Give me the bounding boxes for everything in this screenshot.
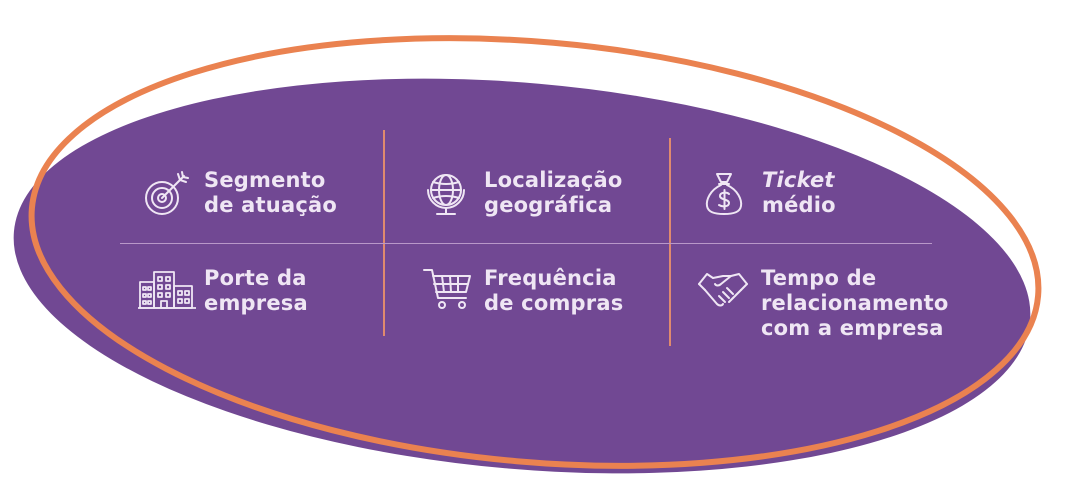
criterion-label-line2: de compras [484,291,624,315]
criterion-label-line1: Tempo de [761,266,877,290]
criterion-porte: Porte da empresa [138,266,308,318]
criterion-frequencia: Frequência de compras [422,266,623,318]
criterion-ticket: Ticket médio [698,168,836,220]
criterion-label-line1: Ticket [762,168,835,192]
criterion-label-line2: geográfica [484,193,613,217]
divider-vertical-right [669,138,671,346]
criterion-localizacao: Localização geográfica [420,168,622,220]
criterion-label-line2: de atuação [204,193,337,217]
criterion-label-line1: Porte da [204,266,307,290]
criterion-tempo: Tempo de relacionamento com a empresa [697,266,949,341]
criterion-label-line2: empresa [204,291,308,315]
divider-horizontal [120,243,932,244]
handshake-icon [697,266,749,318]
target-icon [140,168,192,220]
criterion-label-line3: com a empresa [761,316,944,340]
criterion-segmento: Segmento de atuação [140,168,337,220]
globe-icon [420,168,472,220]
criterion-label-line2: médio [762,193,836,217]
buildings-icon [138,266,196,318]
divider-vertical-left [383,130,385,336]
criterion-label-line1: Localização [484,168,623,192]
criterion-label-line2: relacionamento [761,291,949,315]
criterion-label-line1: Frequência [484,266,617,290]
criterion-label-line1: Segmento [204,168,326,192]
shopping-cart-icon [422,266,474,318]
money-bag-icon [698,168,750,220]
